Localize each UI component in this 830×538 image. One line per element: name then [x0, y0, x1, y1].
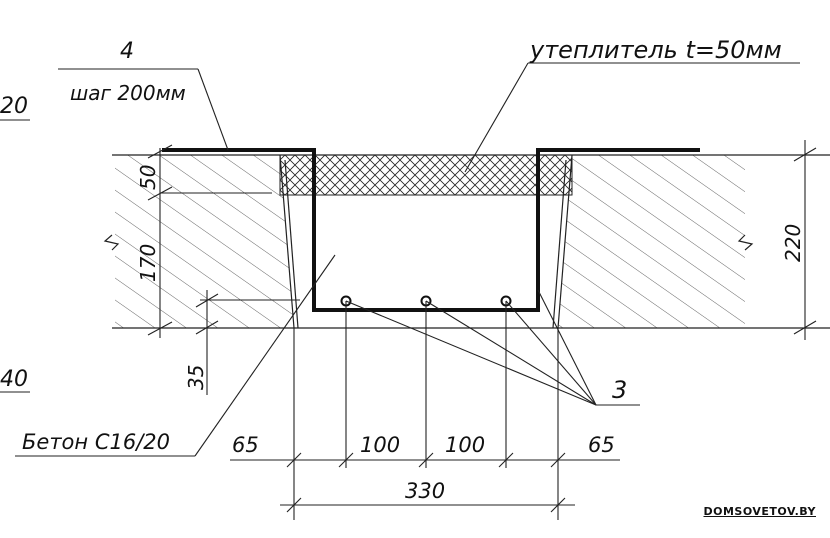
concrete-label: Бетон С16/20 [22, 430, 170, 454]
cut-label-bottom: 40 [0, 367, 28, 392]
dim-170: 170 [136, 244, 160, 282]
dim-330: 330 [405, 479, 445, 503]
cut-label-top: 20 [0, 94, 28, 119]
dim-220: 220 [781, 224, 805, 262]
insulation-band [279, 154, 573, 196]
rebar-mark-label: 4 [120, 39, 134, 64]
watermark: DOMSOVETOV.BY [703, 505, 816, 518]
bars-mark-label: 3 [612, 376, 627, 404]
dim-50: 50 [136, 165, 160, 190]
dim-65-left: 65 [232, 433, 259, 457]
leader-lines [0, 62, 800, 457]
dim-100-b: 100 [445, 433, 485, 457]
dim-35: 35 [184, 365, 208, 390]
rebar-spacing-label: шаг 200мм [70, 81, 186, 105]
insulation-label: утеплитель t=50мм [529, 36, 782, 64]
slab-right-hatch [558, 155, 745, 328]
dimension-lines [147, 140, 817, 520]
dim-100-a: 100 [360, 433, 400, 457]
dim-65-right: 65 [588, 433, 615, 457]
